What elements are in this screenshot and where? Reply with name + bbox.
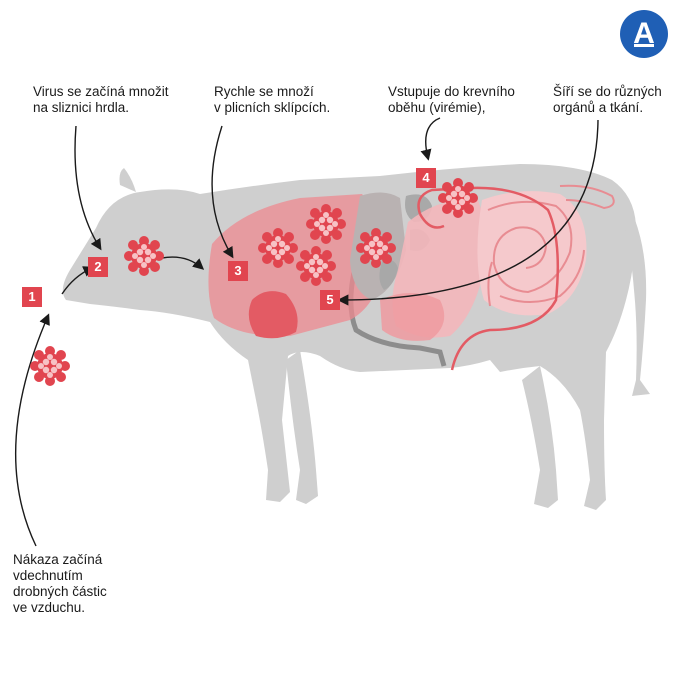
step-5-caption: Šíří se do různých orgánů a tkání. [553,84,662,115]
step-1-caption: Nákaza začíná vdechnutím drobných částic… [13,552,107,615]
step-3-caption: Rychle se množí v plicních sklípcích. [214,84,331,115]
step-4-caption: Vstupuje do krevního oběhu (virémie), [388,84,515,115]
step-2-caption: Virus se začíná množit na sliznici hrdla… [33,84,169,115]
step-2-badge: 2 [88,257,108,277]
virus-particle-icon [296,246,336,286]
step-3-badge: 3 [228,261,248,281]
virus-particle-icon [438,178,478,218]
flow-arrows [14,117,599,547]
step-5-badge: 5 [320,290,340,310]
virus-particle-icon [258,228,298,268]
virus-particle-icon [30,346,70,386]
step-1-badge: 1 [22,287,42,307]
step-4-badge: 4 [416,168,436,188]
heart [248,291,298,339]
virus-particle-icon [306,204,346,244]
virus-particle-icon [124,236,164,276]
brand-logo-icon: A [620,10,668,58]
virus-particle-icon [356,228,396,268]
